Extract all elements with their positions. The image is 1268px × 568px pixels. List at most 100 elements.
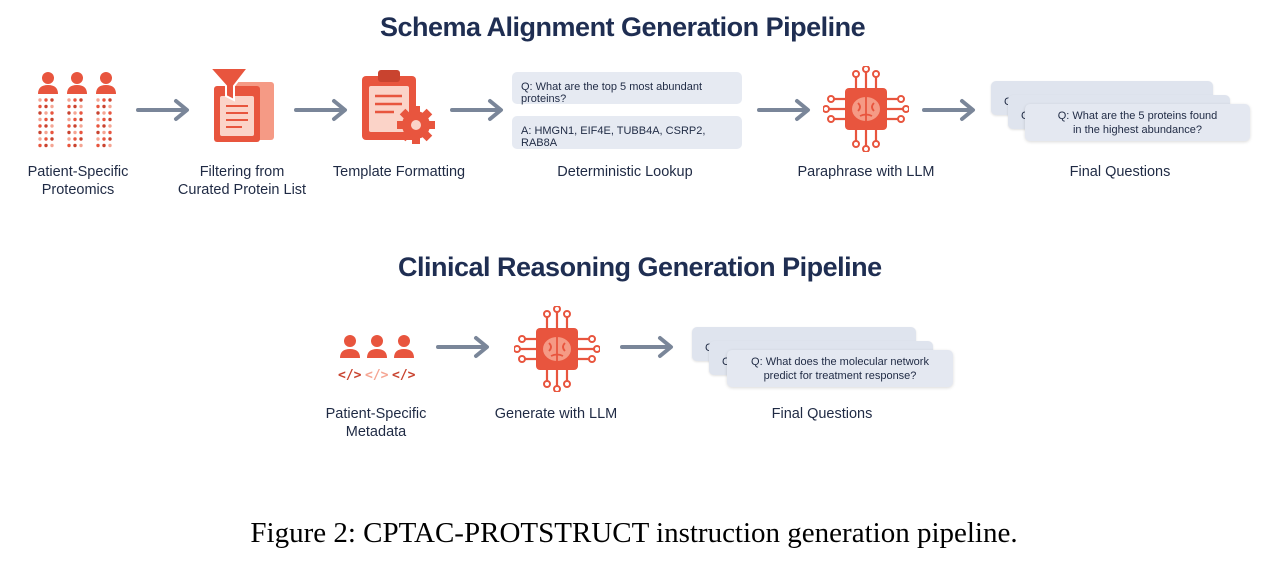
proteomics-dot [44, 111, 48, 115]
proteomics-dot [73, 124, 77, 128]
funnel-icon [208, 67, 274, 142]
proteomics-dot [79, 130, 83, 135]
proteomics-dot [108, 117, 112, 122]
proteomics-dot [102, 111, 106, 115]
proteomics-dot [50, 143, 54, 148]
proteomics-dot [50, 130, 54, 135]
proteomics-dot [38, 117, 42, 122]
proteomics-dot [67, 111, 71, 115]
step-label-generate: Generate with LLM [494, 406, 618, 422]
proteomics-dot [73, 143, 77, 148]
proteomics-dot [102, 130, 106, 135]
step-label-final: Final Questions [1069, 164, 1171, 180]
proteomics-dot [102, 117, 106, 122]
final-card-stub: C [1004, 96, 1012, 108]
proteomics-dot [96, 104, 100, 109]
proteomics-dot [96, 124, 100, 128]
proteomics-dot [44, 124, 48, 128]
proteomics-dot [38, 124, 42, 128]
step-label-template: Template Formatting [332, 164, 466, 180]
step-label-lookup: Deterministic Lookup [557, 164, 693, 180]
proteomics-dot [67, 117, 71, 122]
proteomics-dot [38, 111, 42, 115]
step-label-final: Final Questions [771, 406, 873, 422]
proteomics-dot [38, 143, 42, 148]
step-label-metadata: Patient-Specific Metadata [325, 406, 427, 440]
proteomics-dot [96, 130, 100, 135]
step-label-paraphrase: Paraphrase with LLM [797, 164, 935, 180]
proteomics-dot [38, 98, 42, 102]
proteomics-dot [73, 104, 77, 109]
final-question-card: Q: What are the 5 proteins found in the … [1025, 104, 1250, 141]
proteomics-dot [67, 98, 71, 102]
proteomics-dot [44, 117, 48, 122]
proteomics-dot [79, 124, 83, 128]
proteomics-dot [102, 143, 106, 148]
proteomics-dot [38, 137, 42, 141]
proteomics-dot [108, 124, 112, 128]
lookup-answer: A: HMGN1, EIF4E, TUBB4A, CSRP2, RAB8A [521, 125, 706, 149]
proteomics-dot [67, 143, 71, 148]
arrow-icon [450, 99, 503, 121]
code-tag-icon: </> [338, 368, 362, 383]
proteomics-dot [50, 124, 54, 128]
proteomics-dot [79, 137, 83, 141]
proteomics-dot [73, 111, 77, 115]
proteomics-dot [73, 117, 77, 122]
proteomics-dot [79, 111, 83, 115]
arrow-icon [757, 99, 810, 121]
proteomics-dot [44, 98, 48, 102]
proteomics-dot [108, 137, 112, 141]
proteomics-dot [50, 98, 54, 102]
brain-chip-icon [514, 306, 600, 392]
proteomics-dot [96, 143, 100, 148]
proteomics-dot [38, 130, 42, 135]
proteomics-dot [73, 137, 77, 141]
proteomics-dot [67, 104, 71, 109]
proteomics-dot [38, 104, 42, 109]
proteomics-dot [108, 104, 112, 109]
proteomics-dot [44, 143, 48, 148]
proteomics-dot [102, 137, 106, 141]
code-tag-icon: </> [392, 368, 416, 383]
proteomics-dot [108, 111, 112, 115]
pipeline1-title: Schema Alignment Generation Pipeline [380, 12, 866, 42]
proteomics-dot [102, 124, 106, 128]
code-tag-icon: </> [365, 368, 389, 383]
arrow-icon [922, 99, 975, 121]
proteomics-dot [44, 130, 48, 135]
arrow-icon [620, 336, 673, 358]
proteomics-dot [96, 111, 100, 115]
proteomics-dot [67, 124, 71, 128]
lookup-question-box: Q: What are the top 5 most abundant prot… [512, 72, 742, 105]
arrow-icon [436, 336, 489, 358]
proteomics-people-icon [38, 72, 116, 148]
proteomics-dot [108, 130, 112, 135]
brain-chip-icon [823, 66, 909, 152]
proteomics-dot [102, 104, 106, 109]
figure-caption: Figure 2: CPTAC-PROTSTRUCT instruction g… [250, 517, 1018, 549]
proteomics-dot [79, 104, 83, 109]
proteomics-dot [79, 117, 83, 122]
clipboard-gear-icon [362, 70, 435, 144]
proteomics-dot [67, 137, 71, 141]
proteomics-dot [50, 104, 54, 109]
arrow-icon [136, 99, 189, 121]
proteomics-dot [108, 98, 112, 102]
lookup-question: Q: What are the top 5 most abundant prot… [521, 81, 702, 105]
proteomics-dot [73, 98, 77, 102]
proteomics-dot [79, 143, 83, 148]
proteomics-dot [67, 130, 71, 135]
final-card-stub: C [705, 342, 713, 354]
proteomics-dot [96, 117, 100, 122]
proteomics-dot [79, 98, 83, 102]
proteomics-dot [44, 137, 48, 141]
proteomics-dot [44, 104, 48, 109]
proteomics-dot [96, 98, 100, 102]
metadata-people-icon [340, 335, 414, 358]
final-card-stub: C [1021, 110, 1029, 122]
lookup-answer-box: A: HMGN1, EIF4E, TUBB4A, CSRP2, RAB8A [512, 116, 742, 149]
proteomics-dot [102, 98, 106, 102]
step-label-filtering: Filtering from Curated Protein List [177, 164, 307, 198]
final-question-card: Q: What does the molecular network predi… [727, 350, 953, 387]
